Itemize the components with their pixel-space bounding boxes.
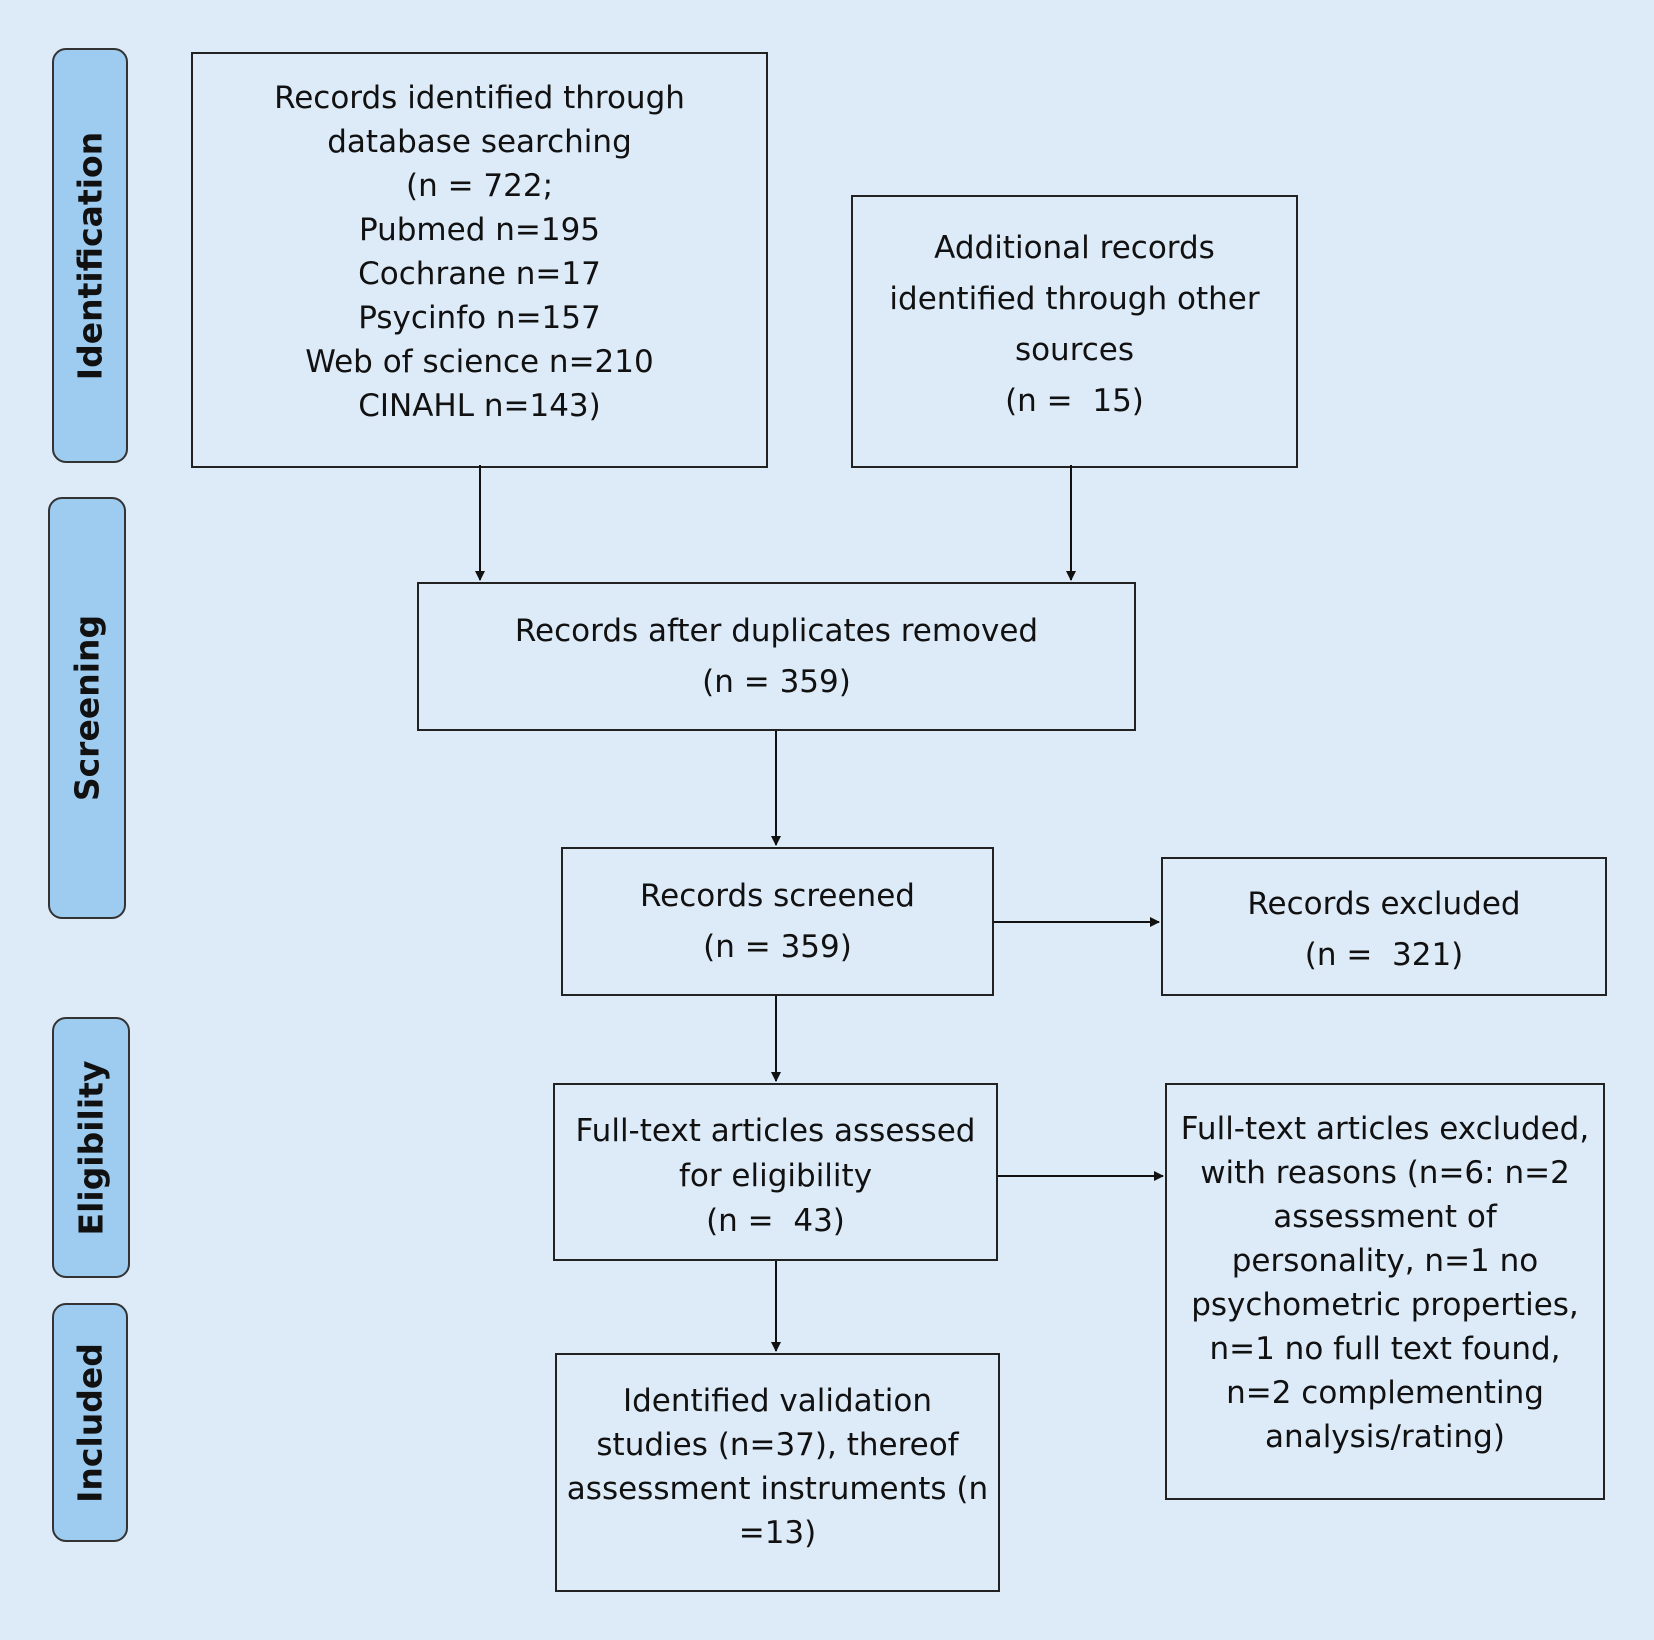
records-excluded-box-line: Records excluded — [1247, 886, 1521, 922]
fulltext-assessed-box-line: Full-text articles assessed — [575, 1113, 976, 1149]
records-screened-box: Records screened (n = 359) — [561, 847, 994, 996]
fulltext-excluded-box-line: with reasons (n=6: n=2 — [1200, 1155, 1570, 1191]
records-screened-box-line: Records screened — [640, 878, 915, 914]
other-sources-box-line: Additional records — [934, 230, 1215, 266]
phase-included: Included — [52, 1303, 128, 1542]
fulltext-excluded-box-line: assessment of — [1273, 1199, 1497, 1235]
fulltext-excluded-box: Full-text articles excluded, with reasons… — [1165, 1083, 1605, 1500]
database-search-box-line: Psycinfo n=157 — [358, 300, 601, 336]
database-search-box-line: Cochrane n=17 — [358, 256, 601, 292]
included-studies-box-line: assessment instruments (n — [566, 1471, 989, 1507]
database-search-box-line: database searching — [327, 124, 632, 160]
fulltext-assessed-box: Full-text articles assessed for eligibili… — [553, 1083, 998, 1261]
fulltext-excluded-box-line: n=2 complementing — [1226, 1375, 1544, 1411]
records-excluded-box: Records excluded (n = 321) — [1161, 857, 1607, 996]
fulltext-assessed-box-line: for eligibility — [678, 1158, 873, 1194]
database-search-box-line: (n = 722; — [405, 168, 554, 204]
fulltext-excluded-box-line: psychometric properties, — [1191, 1287, 1579, 1323]
database-search-box-line: Web of science n=210 — [305, 344, 654, 380]
database-search-box-line: Pubmed n=195 — [358, 212, 601, 248]
phase-identification: Identification — [52, 48, 128, 463]
records-screened-box-line: (n = 359) — [703, 929, 852, 965]
included-studies-box-line: =13) — [738, 1515, 817, 1551]
other-sources-box-line: identified through other — [889, 281, 1260, 317]
fulltext-excluded-box-line: personality, n=1 no — [1231, 1243, 1539, 1279]
phase-eligibility: Eligibility — [52, 1017, 130, 1278]
phase-screening: Screening — [48, 497, 126, 919]
fulltext-assessed-box-line: (n = 43) — [706, 1203, 845, 1239]
other-sources-box: Additional records identified through oth… — [851, 195, 1298, 468]
fulltext-excluded-box-line: analysis/rating) — [1265, 1419, 1505, 1455]
database-search-box-line: Records identified through — [274, 80, 685, 116]
other-sources-box-line: sources — [1014, 332, 1135, 368]
duplicates-removed-box-line: Records after duplicates removed — [514, 613, 1039, 649]
fulltext-excluded-box-line: Full-text articles excluded, — [1180, 1111, 1590, 1147]
other-sources-box-line: (n = 15) — [1005, 383, 1144, 419]
included-studies-box: Identified validation studies (n=37), the… — [555, 1353, 1000, 1592]
database-search-box-line: CINAHL n=143) — [358, 388, 601, 424]
fulltext-excluded-box-line: n=1 no full text found, — [1209, 1331, 1561, 1367]
database-search-box: Records identified through database searc… — [191, 52, 768, 468]
included-studies-box-line: Identified validation — [622, 1383, 933, 1419]
duplicates-removed-box-line: (n = 359) — [702, 664, 851, 700]
duplicates-removed-box: Records after duplicates removed (n = 359… — [417, 582, 1136, 731]
included-studies-box-line: studies (n=37), thereof — [596, 1427, 959, 1463]
records-excluded-box-line: (n = 321) — [1304, 937, 1464, 973]
